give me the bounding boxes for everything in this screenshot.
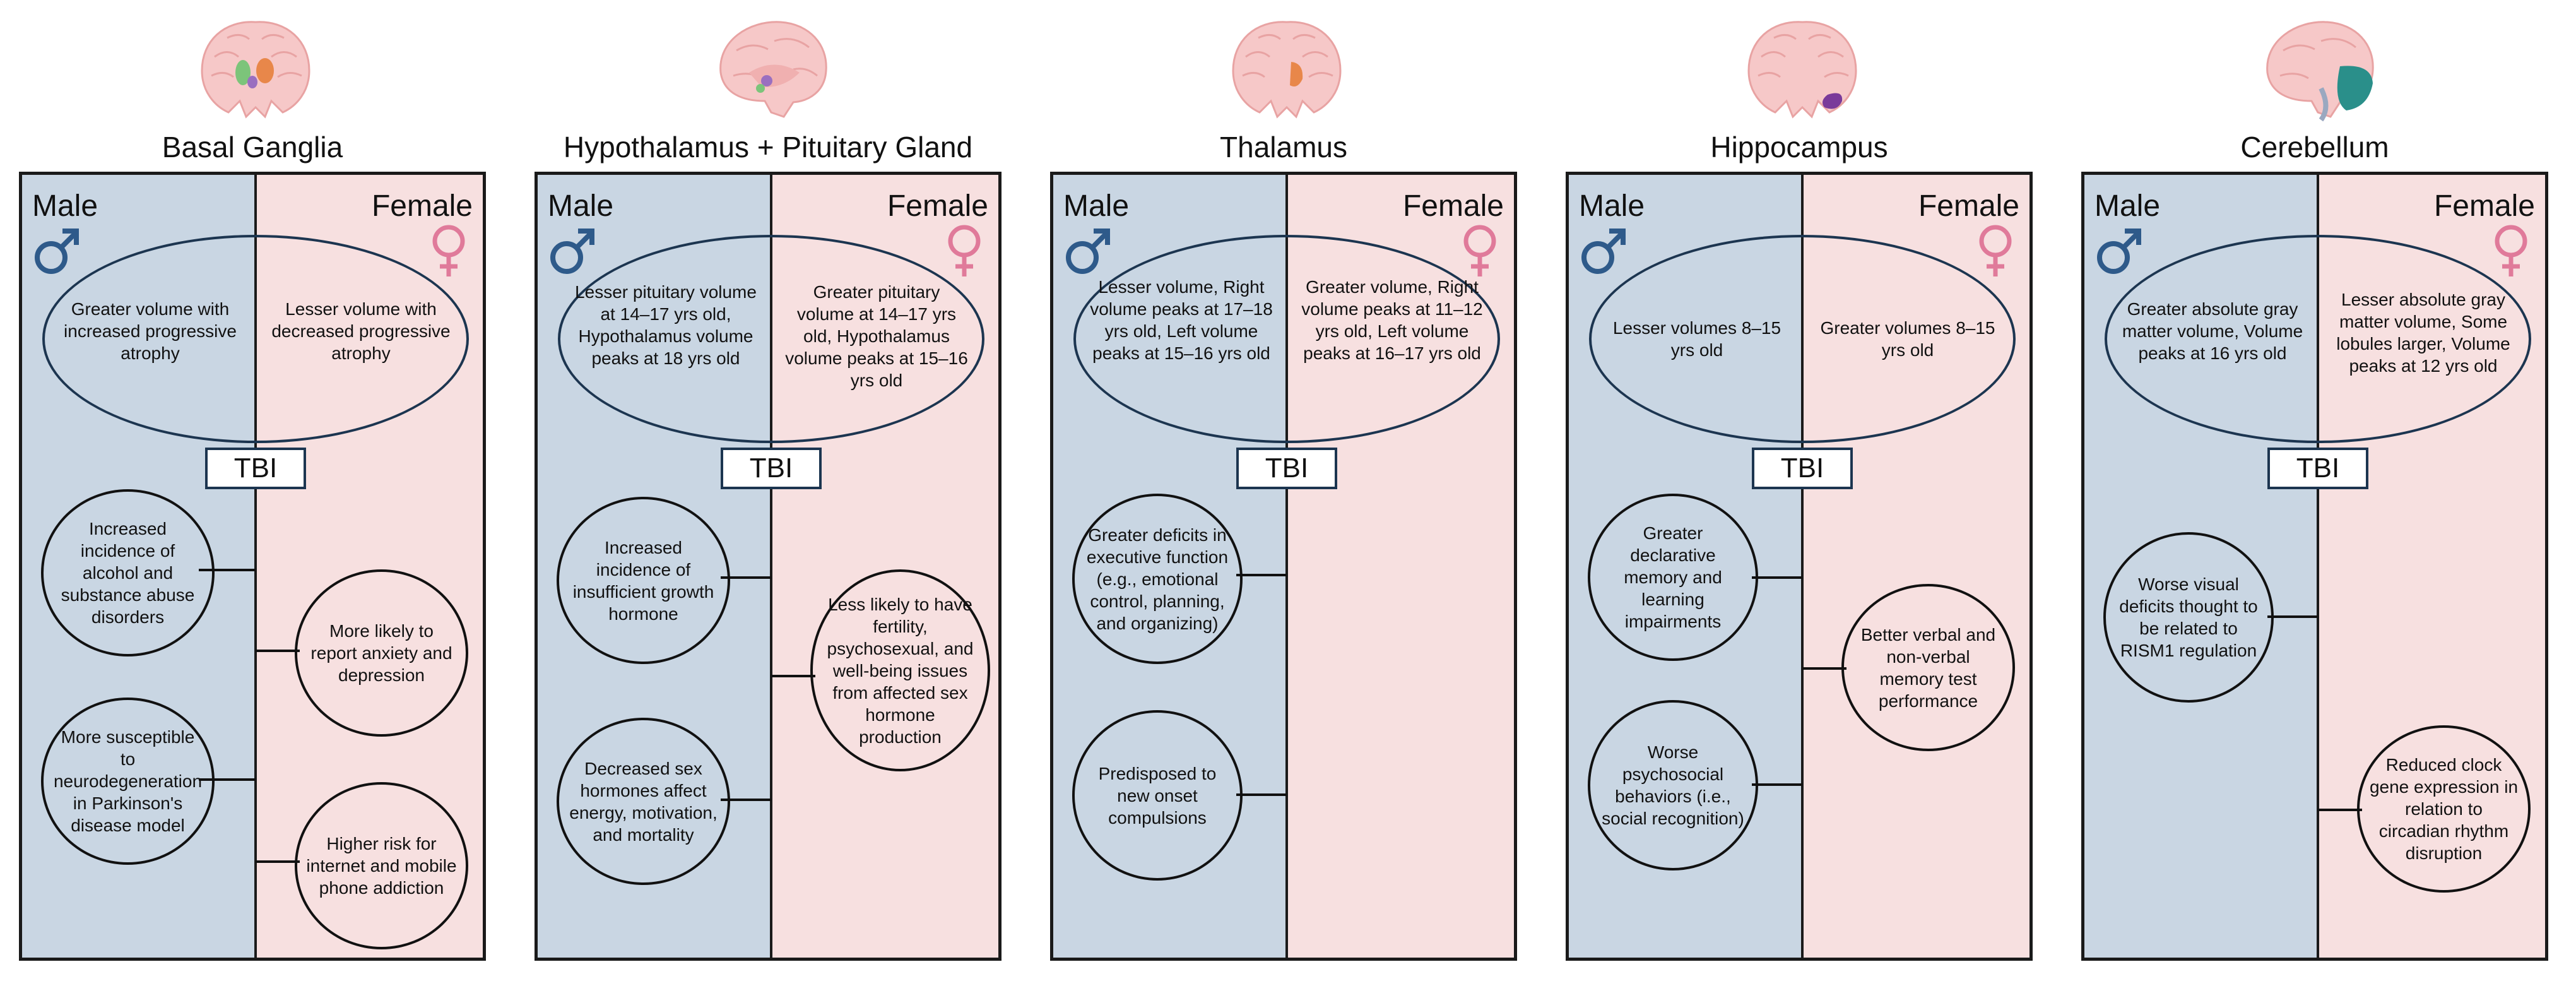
female-label: Female (2433, 189, 2535, 223)
center-divider (770, 175, 772, 958)
panel-title: Thalamus (1220, 131, 1347, 163)
male-outcome-circle: Worse psychosocial behaviors (i.e., soci… (1588, 700, 1758, 870)
female-ellipse-text: Lesser absolute gray matter volume, Some… (2336, 290, 2510, 376)
male-ellipse-text: Lesser volume, Right volume peaks at 17–… (1090, 277, 1273, 363)
connector-line (2318, 809, 2362, 811)
female-label: Female (887, 189, 988, 223)
brain-hypothalamus-icon (719, 21, 827, 118)
female-label: Female (1402, 189, 1504, 223)
female-symbol-icon (432, 225, 465, 276)
female-outcome-circle: More likely to report anxiety and depres… (295, 569, 468, 737)
female-label: Female (1918, 189, 2019, 223)
center-divider (1285, 175, 1288, 958)
tbi-label: TBI (2267, 448, 2368, 489)
panel-title: Cerebellum (2240, 131, 2389, 163)
center-divider (254, 175, 257, 958)
female-ellipse-text: Lesser volume with decreased progressive… (271, 299, 451, 363)
male-symbol-icon (1581, 229, 1626, 274)
male-outcome-circle: Predisposed to new onset compulsions (1072, 710, 1243, 881)
panel-hypothalamus-pituitary: Hypothalamus + Pituitary Gland Male Fema… (535, 0, 1001, 986)
female-ellipse-text: Greater pituitary volume at 14–17 yrs ol… (785, 282, 968, 390)
connector-line (199, 778, 256, 781)
male-outcome-circle: Greater declarative memory and learning … (1588, 494, 1758, 661)
connector-line (1236, 793, 1287, 796)
panel-title: Hypothalamus + Pituitary Gland (563, 131, 973, 163)
male-symbol-icon (1066, 229, 1110, 274)
center-divider (1801, 175, 1804, 958)
female-outcome-circle: Less likely to have fertility, psychosex… (810, 569, 990, 771)
panel-thalamus: Thalamus Male Female Lesser volume, Righ… (1050, 0, 1517, 986)
male-label: Male (1579, 189, 1645, 223)
comparison-box: Male Female Lesser volume, Right volume … (1050, 172, 1517, 961)
comparison-box: Male Female Greater absolute gray matter… (2081, 172, 2548, 961)
connector-line (771, 675, 815, 677)
connector-line (1802, 667, 1846, 670)
male-outcome-circle: Greater deficits in executive function (… (1072, 494, 1243, 664)
female-symbol-icon (2495, 225, 2527, 276)
brain-thalamus-icon (1232, 21, 1342, 119)
tbi-label: TBI (721, 448, 822, 489)
panel-title: Basal Ganglia (162, 131, 343, 163)
female-symbol-icon (1979, 225, 2012, 276)
brain-cerebellum-icon (2266, 21, 2374, 122)
panel-hippocampus: Hippocampus Male Female Lesser volumes 8… (1566, 0, 2033, 986)
tbi-label: TBI (205, 448, 306, 489)
male-symbol-icon (2097, 229, 2141, 274)
comparison-box: Male Female Lesser pituitary volume at 1… (535, 172, 1001, 961)
female-outcome-circle: Better verbal and non-verbal memory test… (1841, 584, 2015, 751)
male-ellipse-text: Lesser volumes 8–15 yrs old (1612, 318, 1781, 360)
male-outcome-circle: More susceptible to neurodegeneration in… (41, 698, 215, 865)
male-label: Male (2094, 189, 2161, 223)
tbi-label: TBI (1236, 448, 1337, 489)
male-label: Male (548, 189, 614, 223)
panel-title: Hippocampus (1710, 131, 1888, 163)
tbi-label: TBI (1752, 448, 1853, 489)
male-symbol-icon (550, 229, 594, 274)
brain-basal-ganglia-icon (201, 21, 310, 119)
female-label: Female (371, 189, 473, 223)
connector-line (721, 799, 771, 801)
female-outcome-circle: Reduced clock gene expression in relatio… (2357, 725, 2531, 893)
male-outcome-circle: Increased incidence of alcohol and subst… (41, 489, 215, 656)
connector-line (199, 569, 256, 571)
comparison-box: Male Female Lesser volumes 8–15 yrs old … (1566, 172, 2033, 961)
connector-line (1752, 576, 1802, 579)
volume-ellipse (2105, 235, 2531, 443)
male-ellipse-text: Greater volume with increased progressiv… (64, 299, 237, 363)
male-label: Male (32, 189, 98, 223)
connector-line (1236, 574, 1287, 576)
brain-hippocampus-icon (1747, 21, 1857, 119)
connector-line (256, 650, 300, 652)
female-symbol-icon (1463, 225, 1496, 276)
male-outcome-circle: Worse visual deficits thought to be rela… (2103, 532, 2274, 703)
volume-ellipse (1589, 235, 2016, 443)
female-symbol-icon (948, 225, 981, 276)
center-divider (2317, 175, 2319, 958)
volume-ellipse (1073, 235, 1500, 443)
male-outcome-circle: Increased incidence of insufficient grow… (557, 497, 730, 664)
comparison-box: Male Female Greater volume with increase… (19, 172, 486, 961)
connector-line (721, 576, 771, 579)
male-ellipse-text: Greater absolute gray matter volume, Vol… (2122, 299, 2303, 363)
female-ellipse-text: Greater volumes 8–15 yrs old (1820, 318, 1995, 360)
male-label: Male (1063, 189, 1130, 223)
male-symbol-icon (35, 229, 79, 274)
male-outcome-circle: Decreased sex hormones affect energy, mo… (557, 718, 730, 885)
female-ellipse-text: Greater volume, Right volume peaks at 11… (1301, 277, 1483, 363)
connector-line (256, 860, 300, 863)
volume-ellipse (42, 235, 469, 443)
male-ellipse-text: Lesser pituitary volume at 14–17 yrs old… (575, 282, 757, 368)
panel-cerebellum: Cerebellum Male Female Greater absolute … (2081, 0, 2548, 986)
connector-line (2267, 615, 2318, 618)
panel-basal-ganglia: Basal Ganglia Male Female Greater volume… (19, 0, 486, 986)
female-outcome-circle: Higher risk for internet and mobile phon… (295, 782, 468, 949)
volume-ellipse (558, 235, 984, 443)
connector-line (1752, 783, 1802, 786)
